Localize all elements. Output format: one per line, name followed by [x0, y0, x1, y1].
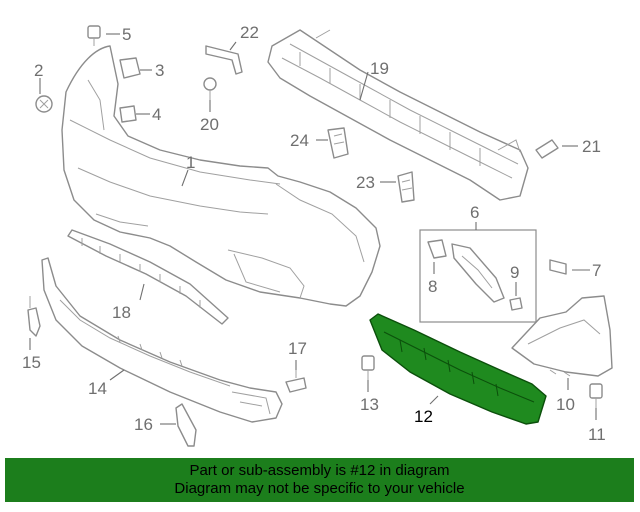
reflector-part-16[interactable]: [175, 403, 197, 447]
bracket-part-23[interactable]: [397, 171, 415, 203]
trim-strip-part-18[interactable]: [67, 229, 229, 325]
parts-diagram: 5 2 3 4 22 20 19 24 21 1 23 6 7 8 9 18 1…: [22, 23, 613, 447]
callout-14: 14: [88, 379, 107, 398]
bracket-part-22[interactable]: [205, 45, 243, 75]
callout-13: 13: [360, 395, 379, 414]
clip-part-5[interactable]: [87, 25, 101, 46]
sub-assembly-box-part-6: [419, 229, 537, 323]
callout-20: 20: [200, 115, 219, 134]
bolt-part-7[interactable]: [549, 259, 567, 275]
bracket-part-15[interactable]: [27, 296, 41, 337]
callout-4: 4: [152, 105, 161, 124]
callout-labels: 5 2 3 4 22 20 19 24 21 1 23 6 7 8 9 18 1…: [22, 23, 606, 444]
bracket-part-8[interactable]: [427, 239, 447, 259]
banner-line-1: Part or sub-assembly is #12 in diagram: [189, 462, 450, 479]
callout-9: 9: [510, 263, 519, 282]
callout-3: 3: [155, 61, 164, 80]
bolt-part-21[interactable]: [535, 139, 559, 159]
leader-lines: [29, 33, 597, 425]
bracket-part-9-main[interactable]: [451, 243, 505, 303]
callout-6: 6: [470, 203, 479, 222]
callout-22: 22: [240, 23, 259, 42]
callout-2: 2: [34, 61, 43, 80]
lower-valance-part-14[interactable]: [41, 257, 283, 423]
nut-part-3[interactable]: [119, 57, 141, 79]
mud-guard-part-10[interactable]: [511, 295, 613, 377]
bolt-part-17[interactable]: [285, 370, 307, 393]
callout-16: 16: [134, 415, 153, 434]
callout-21: 21: [582, 137, 601, 156]
callout-5: 5: [122, 25, 131, 44]
callout-23: 23: [356, 173, 375, 192]
bolt-part-20[interactable]: [203, 77, 217, 102]
clip-part-11[interactable]: [589, 383, 603, 408]
bumper-cover-part-1[interactable]: [61, 45, 381, 307]
bracket-part-24[interactable]: [327, 127, 349, 159]
banner-line-2: Diagram may not be specific to your vehi…: [174, 480, 465, 497]
callout-10: 10: [556, 395, 575, 414]
callout-1: 1: [186, 153, 195, 172]
reinforcement-beam-part-19[interactable]: [267, 29, 529, 201]
callout-17: 17: [288, 339, 307, 358]
clip-part-4[interactable]: [119, 105, 137, 123]
callout-11: 11: [588, 425, 606, 444]
info-banner: Part or sub-assembly is #12 in diagram D…: [5, 458, 634, 502]
clip-part-9[interactable]: [509, 297, 523, 311]
clip-part-13[interactable]: [361, 355, 375, 380]
callout-7: 7: [592, 261, 601, 280]
callout-18: 18: [112, 303, 131, 322]
bolt-part-2[interactable]: [35, 95, 53, 113]
diffuser-part-12[interactable]: [369, 313, 547, 425]
callout-24: 24: [290, 131, 309, 150]
callout-15: 15: [22, 353, 41, 372]
callout-8: 8: [428, 277, 437, 296]
callout-12: 12: [414, 407, 433, 426]
callout-19: 19: [370, 59, 389, 78]
